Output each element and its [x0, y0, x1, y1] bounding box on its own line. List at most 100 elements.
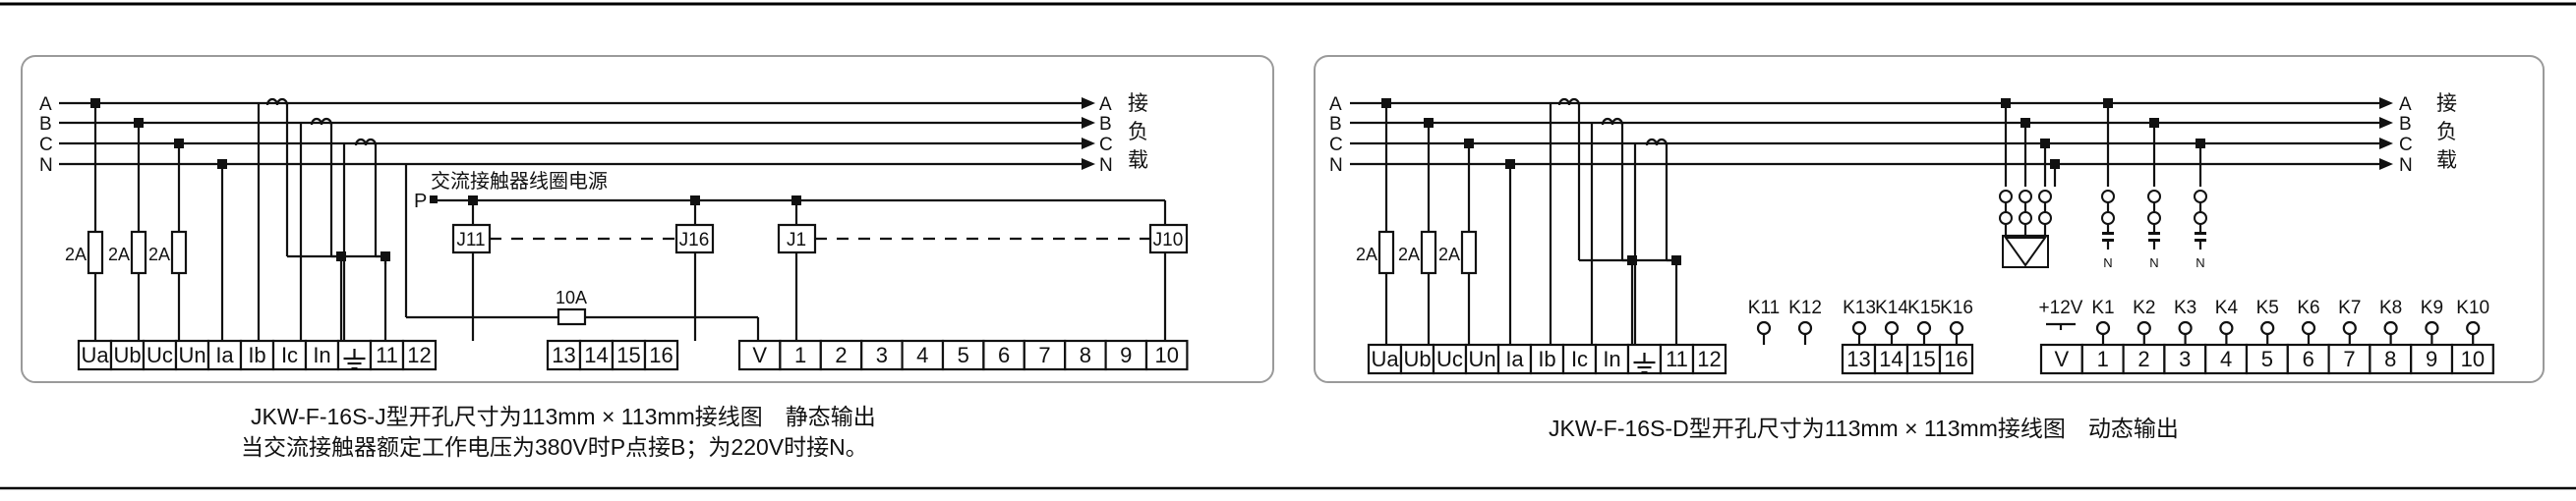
right-terminal-box — [1938, 343, 1974, 375]
k-label: K3 — [2174, 298, 2196, 318]
load-label: B — [2399, 114, 2412, 135]
relay-label: J1 — [787, 230, 806, 250]
right-terminal-box — [2245, 343, 2289, 375]
k-label: K1 — [2091, 298, 2114, 318]
bus-label: B — [39, 114, 52, 135]
left-terminal-box — [109, 339, 146, 371]
capacitor-plate — [2148, 239, 2160, 242]
left-terminal-box — [1104, 339, 1148, 371]
left-terminal-label: 1 — [794, 343, 806, 367]
switch-icon — [1999, 211, 2013, 225]
load-label: A — [1099, 94, 1112, 115]
right-terminal-label: V — [2055, 347, 2070, 371]
k-connector — [2466, 320, 2481, 336]
fuse-label: 2A — [1438, 245, 1460, 264]
right-terminal-label: 7 — [2343, 347, 2355, 371]
k-connector — [2219, 320, 2234, 336]
left-terminal-box — [401, 339, 438, 371]
bus-arrow — [2379, 117, 2393, 129]
right-terminal-box — [1905, 343, 1942, 375]
ct-coil — [1601, 117, 1624, 126]
delta-icon — [2004, 237, 2047, 267]
left-terminal-label: 5 — [958, 343, 969, 367]
right-terminal-label: 4 — [2220, 347, 2232, 371]
right-terminal-label: 13 — [1846, 347, 1870, 371]
left-terminal-label: 10 — [1154, 343, 1178, 367]
right-terminal-label: 9 — [2426, 347, 2437, 371]
switch-icon — [2147, 190, 2161, 203]
k-connector — [2260, 320, 2275, 336]
k-connector — [1949, 320, 1964, 336]
left-terminal-box — [206, 339, 243, 371]
capacitor-plate — [2148, 232, 2160, 235]
right-caption: JKW-F-16S-D型开孔尺寸为113mm × 113mm接线图 动态输出 — [1549, 416, 2179, 441]
load-text: 接 — [1128, 92, 1148, 115]
neutral-label: N — [2195, 255, 2204, 270]
neutral-label: N — [2149, 255, 2158, 270]
fuse-label: 2A — [108, 245, 130, 264]
left-caption-2: 当交流接触器额定工作电压为380V时P点接B；为220V时接N。 — [241, 434, 868, 460]
right-panel-frame — [1314, 55, 2545, 383]
k-label: K8 — [2379, 298, 2402, 318]
bus-label: B — [1329, 114, 1342, 135]
left-terminal-label: Ic — [281, 343, 298, 367]
right-terminal-label: 15 — [1911, 347, 1935, 371]
switch-icon — [2194, 211, 2207, 225]
left-terminal-label: Ia — [215, 343, 234, 367]
bus-arrow — [1082, 97, 1095, 109]
load-label: C — [2399, 135, 2413, 155]
right-terminal-label: Ub — [1403, 347, 1431, 371]
capacitor-plate — [2195, 239, 2206, 242]
k-connector — [2095, 320, 2111, 336]
left-terminal-label: Ub — [113, 343, 141, 367]
k-connector — [1916, 320, 1932, 336]
fuse-10a — [556, 307, 587, 326]
k-connector — [2425, 320, 2439, 336]
switch-icon — [2038, 211, 2052, 225]
left-terminal-label: 14 — [584, 343, 608, 367]
right-terminal-box — [2204, 343, 2249, 375]
relay-label: J11 — [456, 230, 485, 250]
k-label: K16 — [1940, 298, 1973, 318]
k-label: K6 — [2297, 298, 2319, 318]
k-label: K7 — [2338, 298, 2361, 318]
k-connector — [1884, 320, 1900, 336]
bus-arrow — [2379, 158, 2393, 170]
right-terminal-box — [2450, 343, 2494, 375]
right-terminal-label: 6 — [2303, 347, 2314, 371]
right-terminal-label: 2 — [2137, 347, 2149, 371]
bus-arrow — [2379, 138, 2393, 149]
right-terminal-label: Uc — [1436, 347, 1463, 371]
right-terminal-label: Ic — [1571, 347, 1588, 371]
k-connector — [2178, 320, 2193, 336]
right-terminal-box — [1367, 343, 1403, 375]
left-terminal-box — [1064, 339, 1107, 371]
k-label: K4 — [2215, 298, 2239, 318]
left-terminal-box — [546, 339, 582, 371]
right-terminal-box — [2286, 343, 2330, 375]
right-terminal-label: Ib — [1538, 347, 1555, 371]
right-terminal-label: 12 — [1697, 347, 1721, 371]
switch-icon — [2101, 211, 2115, 225]
left-terminal-label: V — [752, 343, 767, 367]
k-connector — [2383, 320, 2398, 336]
left-terminal-box — [174, 339, 210, 371]
capacitor-plate — [2195, 232, 2206, 235]
load-label: C — [1099, 135, 1113, 155]
left-terminal-label: 15 — [616, 343, 640, 367]
right-terminal-label: 10 — [2461, 347, 2485, 371]
left-terminal-label: Ua — [81, 343, 109, 367]
load-text: 载 — [1128, 149, 1148, 172]
right-terminal-box — [1464, 343, 1500, 375]
bus-arrow — [2379, 97, 2393, 109]
fuse — [87, 230, 104, 275]
right-terminal-label: Un — [1468, 347, 1495, 371]
left-terminal-label: 2 — [835, 343, 847, 367]
left-terminal-label: 6 — [998, 343, 1010, 367]
ct-coil — [265, 97, 289, 106]
left-terminal-label: Un — [178, 343, 205, 367]
load-text: 负 — [1128, 121, 1148, 143]
k-label: K14 — [1875, 298, 1908, 318]
